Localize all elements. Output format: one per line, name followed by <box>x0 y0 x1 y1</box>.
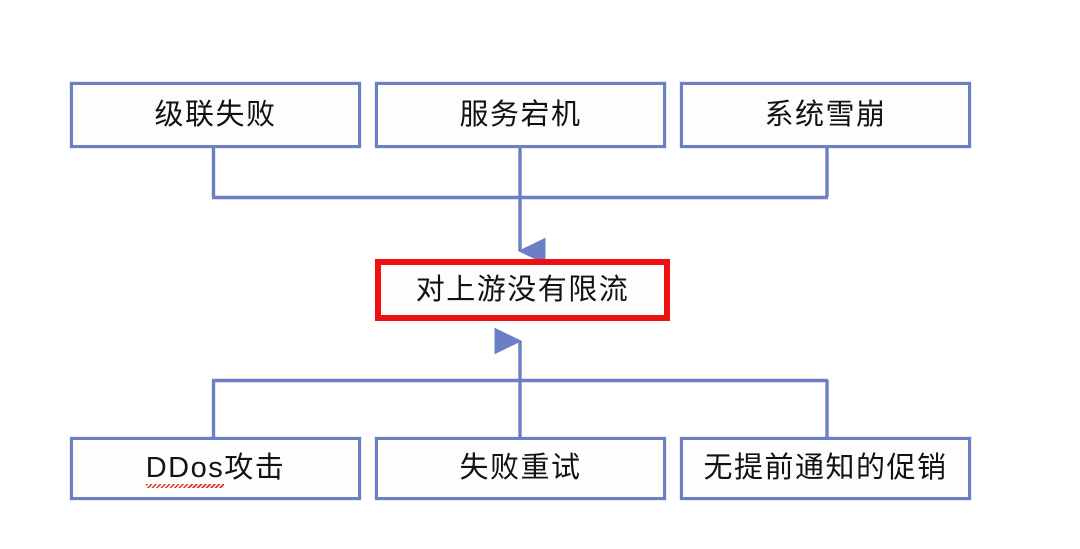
node-system-avalanche[interactable]: 系统雪崩 <box>680 82 971 148</box>
node-no-upstream-rate-limit[interactable]: 对上游没有限流 <box>375 259 670 321</box>
node-label: 失败重试 <box>459 452 582 484</box>
node-label: DDos攻击 <box>145 452 286 488</box>
node-ddos-attack[interactable]: DDos攻击 <box>70 437 361 500</box>
connector-bottom-merge <box>211 327 829 437</box>
node-failure-retry[interactable]: 失败重试 <box>375 437 666 500</box>
node-label: 服务宕机 <box>459 98 582 131</box>
node-label-suffix: 攻击 <box>224 452 286 484</box>
node-unannounced-promo[interactable]: 无提前通知的促销 <box>680 437 971 500</box>
misspelled-word: DDos <box>145 452 225 488</box>
node-label: 无提前通知的促销 <box>703 452 948 484</box>
node-label: 级联失败 <box>154 98 277 131</box>
connector-top-merge <box>211 148 829 265</box>
node-label: 系统雪崩 <box>764 98 887 131</box>
node-service-down[interactable]: 服务宕机 <box>375 82 666 148</box>
node-label: 对上游没有限流 <box>415 273 630 306</box>
node-cascading-failure[interactable]: 级联失败 <box>70 82 361 148</box>
